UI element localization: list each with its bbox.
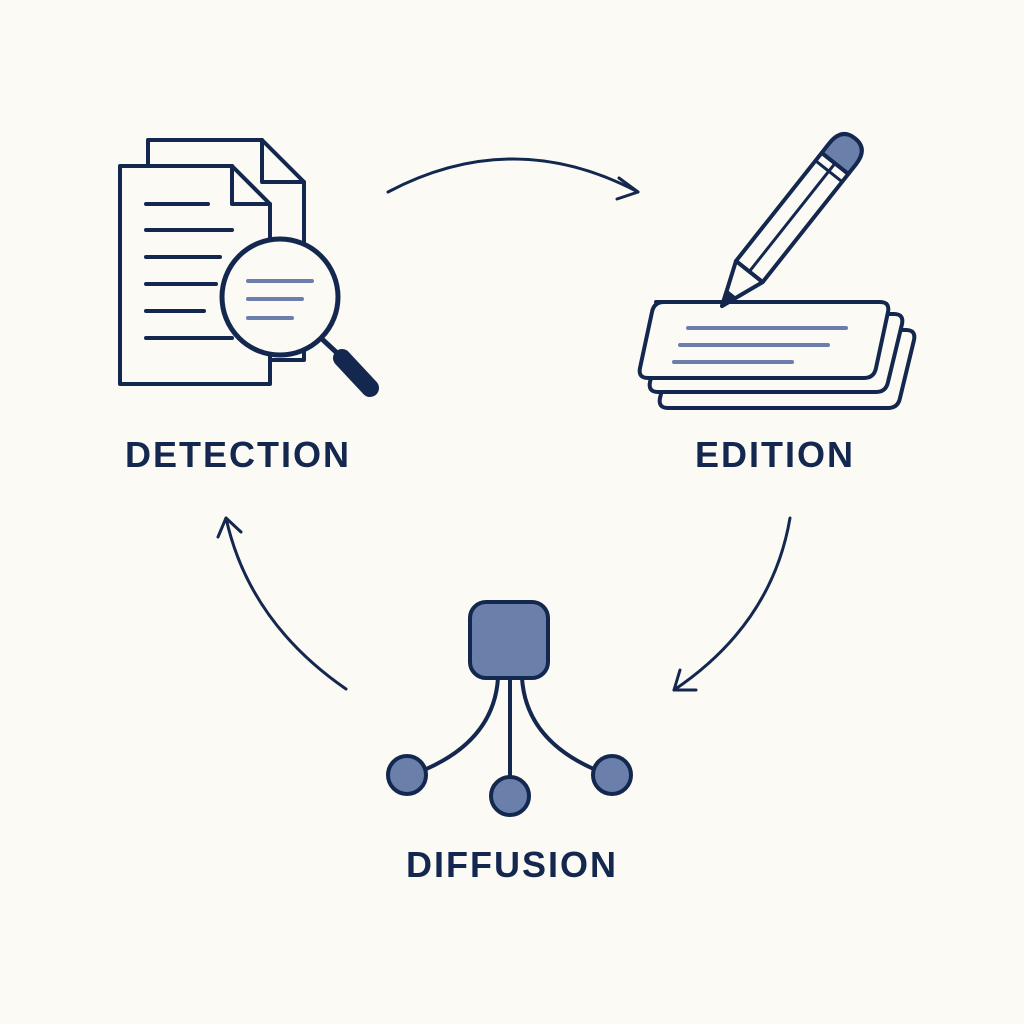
pencil-cards-icon: [637, 132, 917, 410]
pencil: [720, 132, 864, 308]
pencil-body-line: [747, 161, 837, 274]
card-text-lines: [672, 326, 848, 364]
magnifier-handle: [333, 349, 379, 397]
pencil-ferrule-line: [814, 159, 844, 184]
branch-left: [422, 676, 500, 772]
documents-magnifier-icon: [118, 138, 379, 397]
document-text-lines: [144, 202, 234, 340]
branch-right: [520, 676, 598, 772]
leaf-node-right: [591, 754, 633, 796]
cycle-arrows: [216, 157, 792, 692]
leaf-node-left: [386, 754, 428, 796]
detection-label: DETECTION: [124, 434, 351, 475]
arrow-edition-to-diffusion: [672, 516, 792, 692]
card-front: [637, 300, 891, 380]
diffusion-label: DIFFUSION: [406, 844, 618, 885]
back-document-fold: [260, 138, 306, 184]
front-document-fold: [230, 164, 272, 206]
pencil-eraser: [819, 132, 864, 176]
edition-label: EDITION: [694, 434, 855, 475]
leaf-node-center: [489, 775, 531, 817]
network-tree-icon: [386, 600, 633, 817]
root-node: [468, 600, 550, 680]
pencil-lead: [720, 289, 737, 308]
arrow-diffusion-to-detection: [216, 516, 348, 691]
arrow-detection-to-edition: [386, 157, 640, 201]
magnifier-neck: [319, 336, 339, 355]
magnifier-text-lines: [246, 279, 314, 320]
